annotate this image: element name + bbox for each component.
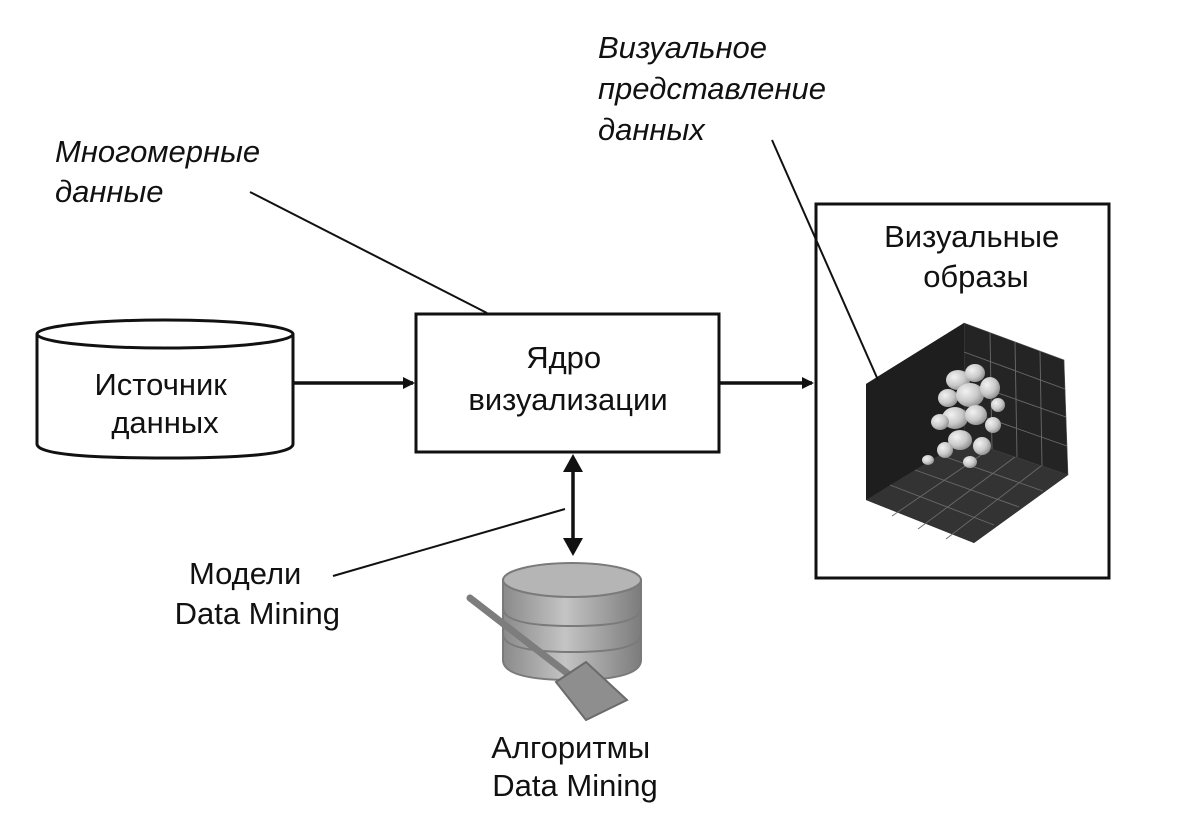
annotation-visual-representation: Визуальное представление данных (598, 30, 835, 147)
visual-images-label-line2: образы (923, 259, 1029, 294)
annotation-dm-models-line2: Data Mining (175, 596, 340, 631)
data-source-label: Источник данных (95, 367, 236, 440)
visual-images-node: Визуальные образы (814, 202, 1111, 580)
annotation-visual-representation-line2: представление (598, 71, 826, 106)
annotation-visual-representation-line3: данных (598, 112, 706, 147)
annotation-multidim-data-line2: данные (55, 174, 164, 209)
leader-dm-models (332, 508, 566, 577)
annotation-dm-models: Модели Data Mining (175, 556, 340, 631)
visualization-core-node: Ядро визуализации (414, 312, 721, 454)
dm-algorithms-label-line2: Data Mining (492, 768, 657, 803)
annotation-visual-representation-line1: Визуальное (598, 30, 767, 65)
visualization-core-label-line2: визуализации (468, 382, 667, 417)
dm-algorithms-label-line1: Алгоритмы (491, 730, 650, 765)
visual-images-label: Визуальные образы (884, 219, 1068, 294)
annotation-multidim-data: Многомерные данные (55, 134, 269, 209)
leader-multidim-data (249, 191, 488, 314)
visual-images-label-line1: Визуальные (884, 219, 1059, 254)
leader-visual-representation (771, 139, 879, 381)
annotation-multidim-data-line1: Многомерные (55, 134, 260, 169)
dm-algorithms-node: Алгоритмы Data Mining (466, 562, 659, 803)
data-source-node: Источник данных (35, 318, 295, 460)
data-source-label-line2: данных (111, 405, 219, 440)
visualization-core-box (414, 312, 721, 454)
data-source-label-line1: Источник (95, 367, 228, 402)
dm-algorithms-label: Алгоритмы Data Mining (491, 730, 659, 803)
database-cylinder-icon (35, 318, 295, 460)
visualization-core-label: Ядро визуализации (468, 340, 667, 417)
arrow-core-dm-bidirectional (563, 454, 583, 556)
3d-scatter-cube-icon (866, 322, 1069, 543)
annotation-dm-models-line1: Модели (189, 556, 301, 591)
visualization-core-label-line1: Ядро (526, 340, 601, 375)
database-shovel-icon (466, 562, 642, 722)
